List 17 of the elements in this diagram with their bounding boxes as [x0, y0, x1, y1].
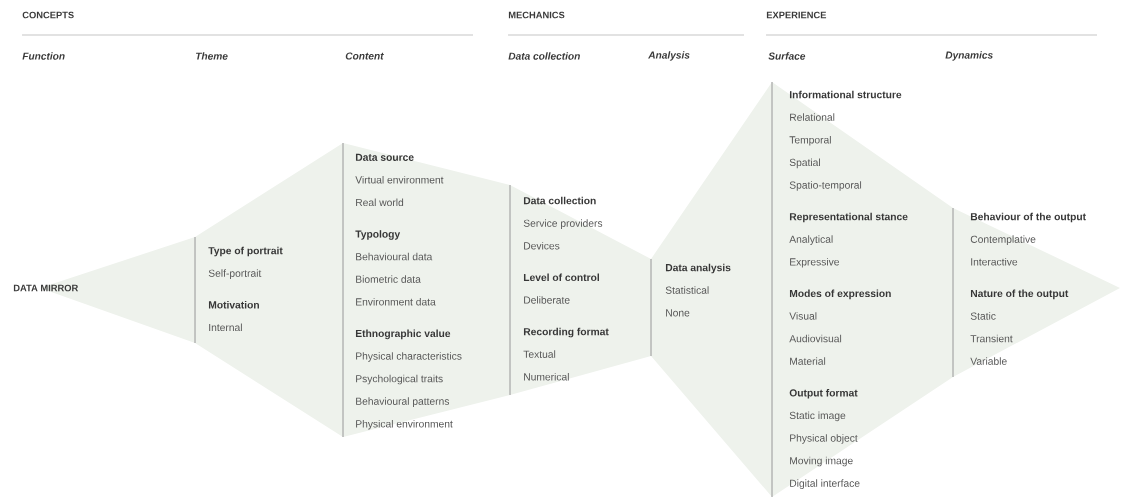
section-heading: MECHANICS — [508, 11, 565, 19]
category-list: Data collection Service providers Devices Level of control Deliberate Recording format Textual Numerical — [523, 196, 609, 381]
category-list: Behaviour of the output Contemplative Interactive Nature of the output Static Transient Variable — [970, 212, 1086, 365]
category-list: Type of portrait Self-portrait Motivation Internal — [208, 246, 283, 332]
column-heading: Content — [345, 52, 384, 60]
section-heading: EXPERIENCE — [766, 11, 827, 19]
title-label: DATA MIRROR — [13, 284, 79, 292]
column-heading: Data collection — [508, 52, 580, 60]
column-heading: Dynamics — [945, 51, 993, 61]
column-heading: Surface — [768, 52, 806, 60]
column-heading: Function — [22, 52, 65, 60]
category-list: Informational structure Relational Temporal Spatial Spatio-temporal Representational stance Analytical Expressive Modes of expression Visual Audiovisual Material Output format Static image Physical object Moving image Digital interface — [789, 90, 908, 489]
column-heading: Analysis — [648, 51, 690, 61]
section-heading: CONCEPTS — [22, 11, 74, 19]
category-list: Data analysis Statistical None — [665, 263, 731, 317]
column-heading: Theme — [196, 52, 228, 60]
category-list: Data source Virtual environment Real world Typology Behavioural data Biometric data Environment data Ethnographic value Physical characteristics Psychological traits Behavioural patterns Physical environment — [355, 153, 462, 430]
